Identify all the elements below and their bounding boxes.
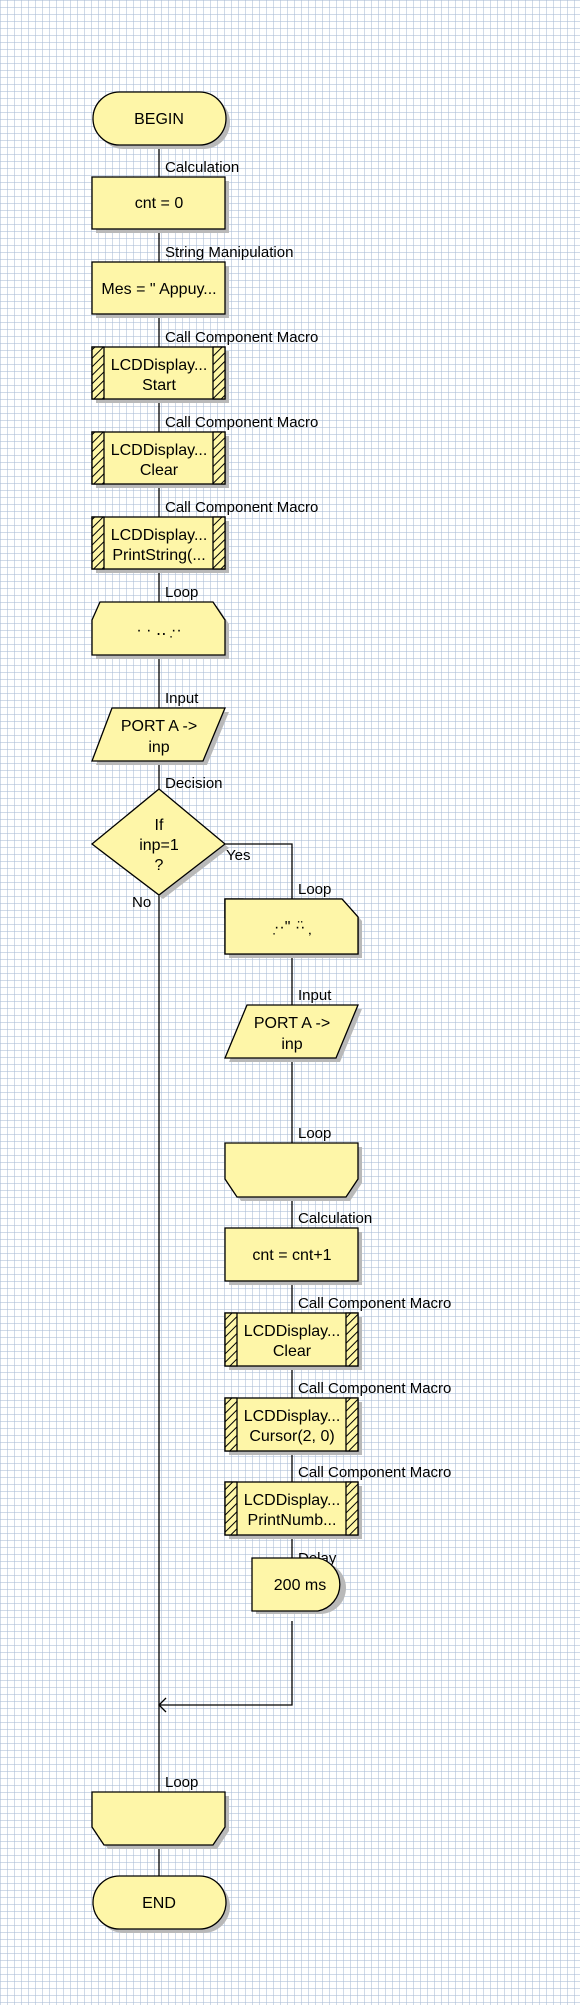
label-decision: Decision: [165, 775, 223, 792]
input-block-port-a[interactable]: PORT A -> inp: [91, 707, 229, 765]
label-input-1: Input: [165, 690, 199, 707]
loop-text: · · ‥ ·̣·: [136, 622, 181, 639]
label-call-macro-1: Call Component Macro: [165, 329, 318, 346]
string-manipulation-text: Mes = " Appuy...: [101, 281, 216, 298]
loop-block-end-main[interactable]: [91, 1791, 229, 1849]
macro-block-lcd-cursor[interactable]: LCDDisplay... Cursor(2, 0): [224, 1397, 362, 1455]
input-line1: PORT A ->: [254, 1015, 330, 1032]
macro-block-lcd-clear[interactable]: LCDDisplay... Clear: [91, 431, 229, 488]
label-call-macro-5: Call Component Macro: [298, 1380, 451, 1397]
delay-text: 200 ms: [274, 1577, 326, 1594]
macro-block-lcd-clear-2[interactable]: LCDDisplay... Clear: [224, 1312, 362, 1370]
macro-hatch-right: [345, 1481, 359, 1536]
label-input-2: Input: [298, 987, 332, 1004]
macro-line1: LCDDisplay...: [244, 1323, 341, 1340]
label-call-macro-6: Call Component Macro: [298, 1464, 451, 1481]
label-no: No: [132, 894, 151, 911]
loop-block-end-wait[interactable]: [224, 1142, 362, 1201]
macro-hatch-left: [224, 1312, 238, 1367]
macro-line1: LCDDisplay...: [244, 1408, 341, 1425]
macro-block-lcd-printstring[interactable]: LCDDisplay... PrintString(...: [91, 516, 229, 573]
connection-labels: Calculation String Manipulation Call Com…: [132, 159, 451, 1791]
label-loop-1: Loop: [165, 584, 198, 601]
macro-hatch-right: [212, 431, 226, 485]
macro-block-lcd-printnumber[interactable]: LCDDisplay... PrintNumb...: [224, 1481, 362, 1539]
input-line1: PORT A ->: [121, 718, 197, 735]
macro-line1: LCDDisplay...: [111, 357, 208, 374]
calculation-text: cnt = cnt+1: [252, 1247, 331, 1264]
macro-hatch-left: [91, 346, 105, 400]
input-line2: inp: [148, 739, 169, 756]
label-call-macro-2: Call Component Macro: [165, 414, 318, 431]
input-line2: inp: [281, 1036, 302, 1053]
macro-block-lcd-start[interactable]: LCDDisplay... Start: [91, 346, 229, 403]
label-calculation-2: Calculation: [298, 1210, 372, 1227]
label-yes: Yes: [226, 847, 250, 864]
string-manipulation-block[interactable]: Mes = " Appuy...: [91, 261, 229, 318]
end-text: END: [142, 1895, 176, 1912]
label-loop-4: Loop: [165, 1774, 198, 1791]
macro-line2: Clear: [140, 462, 179, 479]
begin-terminator[interactable]: BEGIN: [92, 91, 230, 149]
loop-block-wait[interactable]: ·̣·" ·̈· ̦: [224, 898, 362, 958]
decision-block-inp[interactable]: If inp=1 ?: [90, 788, 229, 899]
macro-line2: PrintNumb...: [248, 1512, 337, 1529]
loop-block-main[interactable]: · · ‥ ·̣·: [91, 601, 229, 659]
calculation-block-cnt-increment[interactable]: cnt = cnt+1: [224, 1227, 362, 1285]
decision-line2: inp=1: [139, 837, 179, 854]
begin-text: BEGIN: [134, 111, 184, 128]
macro-line2: PrintString(...: [112, 547, 205, 564]
macro-hatch-left: [224, 1397, 238, 1452]
macro-line1: LCDDisplay...: [111, 442, 208, 459]
label-loop-2: Loop: [298, 881, 331, 898]
macro-line1: LCDDisplay...: [111, 527, 208, 544]
macro-hatch-left: [91, 516, 105, 570]
loop-text: ·̣·" ·̈· ̦: [272, 919, 311, 936]
macro-line2: Cursor(2, 0): [249, 1428, 334, 1445]
connector-lines: [158, 145, 293, 1876]
calculation-block-cnt-init[interactable]: cnt = 0: [91, 176, 229, 233]
macro-line2: Start: [142, 377, 176, 394]
macro-hatch-left: [91, 431, 105, 485]
macro-hatch-right: [345, 1397, 359, 1452]
macro-hatch-right: [212, 516, 226, 570]
label-loop-3: Loop: [298, 1125, 331, 1142]
end-terminator[interactable]: END: [92, 1875, 230, 1933]
delay-block[interactable]: 200 ms: [251, 1557, 346, 1614]
macro-hatch-right: [345, 1312, 359, 1367]
decision-line3: ?: [155, 857, 164, 874]
macro-hatch-right: [212, 346, 226, 400]
label-string-manipulation: String Manipulation: [165, 244, 293, 261]
input-block-port-a-2[interactable]: PORT A -> inp: [224, 1004, 362, 1062]
macro-line1: LCDDisplay...: [244, 1492, 341, 1509]
macro-line2: Clear: [273, 1343, 312, 1360]
macro-hatch-left: [224, 1481, 238, 1536]
calculation-text: cnt = 0: [135, 195, 184, 212]
label-calculation: Calculation: [165, 159, 239, 176]
label-call-macro-3: Call Component Macro: [165, 499, 318, 516]
label-call-macro-4: Call Component Macro: [298, 1295, 451, 1312]
decision-line1: If: [155, 817, 164, 834]
